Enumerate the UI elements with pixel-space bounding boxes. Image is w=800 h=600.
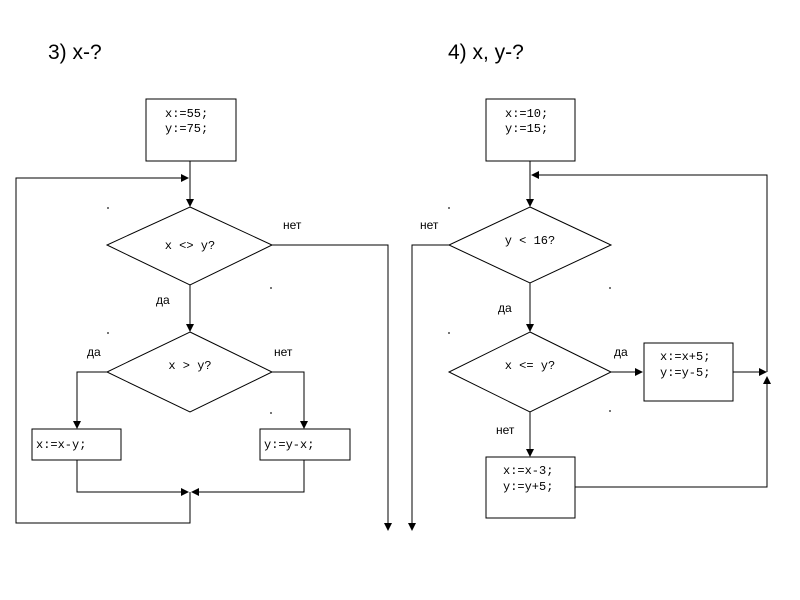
flowchart-4-title: 4) x, y-?: [448, 41, 524, 64]
decision-2-3: [105, 331, 274, 413]
arrow-loop-back-3: [15, 174, 191, 524]
decision-1-4-label: y < 16?: [505, 234, 555, 248]
action-no-box-4: [485, 456, 576, 519]
decision-1-3-label: x <> y?: [165, 239, 215, 253]
decision-2-3-no-label: нет: [274, 345, 293, 359]
decision-1-4-no-label: нет: [420, 218, 439, 232]
flowchart-3-title: 3) x-?: [48, 41, 102, 64]
init-box-3: [145, 98, 237, 162]
decision-1-4-yes-label: да: [498, 301, 512, 315]
decision-2-3-label: x > y?: [168, 359, 211, 373]
arrow-cond2-no-3: [272, 371, 308, 429]
action-no-box-3: [259, 428, 351, 461]
init-box-4: [485, 98, 576, 162]
arrow-merge-right-3: [191, 460, 305, 496]
decision-2-4-yes-label: да: [614, 345, 628, 359]
decision-2-4-no-label: нет: [496, 423, 515, 437]
decision-2-3-yes-label: да: [87, 345, 101, 359]
decision-1-3-yes-label: да: [156, 293, 170, 307]
background-dots: [107, 207, 611, 414]
init-line-4b: y:=15;: [505, 122, 548, 136]
arrow-loop-back-4: [531, 171, 768, 372]
action-yes-4-line2: y:=y-5;: [660, 366, 710, 380]
action-no-4-line2: y:=y+5;: [503, 480, 553, 494]
arrow-cond2-yes-3: [73, 371, 107, 429]
action-yes-box-4: [643, 342, 734, 402]
arrow-merge-left-3: [76, 460, 189, 496]
action-no-4-line1: x:=x-3;: [503, 464, 553, 478]
action-yes-3-text: x:=x-y;: [36, 438, 86, 452]
decision-2-4-label: x <= y?: [505, 359, 555, 373]
action-yes-4-line1: x:=x+5;: [660, 350, 710, 364]
arrow-cond1-no-exit-3: [272, 244, 392, 531]
init-line-4a: x:=10;: [505, 107, 548, 121]
init-line-3a: x:=55;: [165, 107, 208, 121]
flowchart-4: 4) x, y-? x:=10; y:=15; y < 16? нет да x…: [408, 41, 771, 531]
decision-1-3-no-label: нет: [283, 218, 302, 232]
action-no-3-text: y:=y-x;: [264, 438, 314, 452]
init-line-3b: y:=75;: [165, 122, 208, 136]
arrow-merge-no-4: [575, 376, 771, 488]
arrow-cond1-no-exit-4: [408, 244, 449, 531]
action-yes-box-3: [31, 428, 122, 461]
flowchart-3: 3) x-? x:=55; y:=75; x <> y? нет да x > …: [15, 41, 392, 531]
